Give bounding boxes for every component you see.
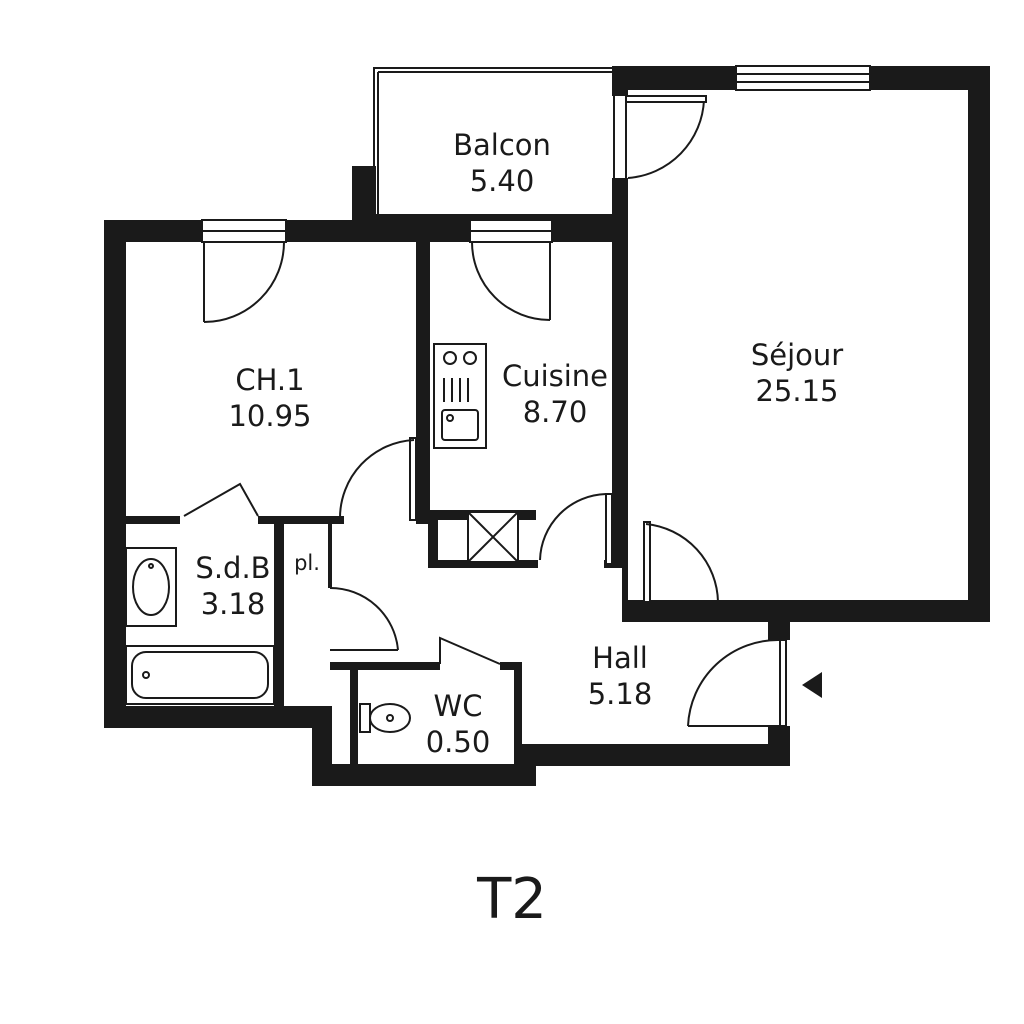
- interior-walls: [124, 214, 628, 766]
- entrance-arrow-icon: [802, 672, 822, 698]
- cuisine-window-swing: [471, 241, 551, 321]
- ch1-window: [201, 219, 287, 243]
- sdb-name: S.d.B: [195, 551, 270, 585]
- placard-door: [329, 586, 399, 651]
- bathtub-icon: [125, 645, 275, 705]
- wc-name: WC: [434, 689, 483, 723]
- plan-title: T2: [476, 867, 547, 932]
- wc-door: [439, 636, 501, 665]
- room-labels: Balcon 5.40 CH.1 10.95 Cuisine 8.70 Séjo…: [195, 128, 843, 759]
- ch1-window-swing: [203, 241, 285, 323]
- entrance-door: [687, 638, 787, 727]
- hall-area: 5.18: [588, 677, 653, 711]
- balcony-door: [625, 95, 707, 179]
- kitchen-sink-icon: [441, 378, 479, 441]
- sejour-name: Séjour: [751, 338, 843, 372]
- sejour-door: [643, 521, 719, 603]
- kitchen-counter: [433, 343, 487, 449]
- hall-name: Hall: [592, 641, 648, 675]
- doors: [183, 95, 787, 727]
- toilet-icon: [359, 703, 411, 733]
- technical-duct-icon: [467, 511, 519, 563]
- balcon-name: Balcon: [453, 128, 551, 162]
- sdb-area: 3.18: [201, 587, 266, 621]
- hob-icon: [443, 351, 477, 365]
- wc-area: 0.50: [426, 725, 491, 759]
- sejour-area: 25.15: [755, 374, 838, 408]
- ch1-door: [338, 437, 417, 521]
- exterior-walls: [104, 66, 990, 786]
- placard-label: pl.: [294, 551, 320, 575]
- balcony-railing: [373, 67, 615, 219]
- cuisine-area: 8.70: [523, 395, 588, 429]
- ch1-name: CH.1: [235, 363, 304, 397]
- cuisine-name: Cuisine: [502, 359, 608, 393]
- ch1-area: 10.95: [228, 399, 311, 433]
- sdb-door: [183, 482, 259, 517]
- fixtures: [125, 343, 519, 733]
- washbasin-icon: [125, 547, 177, 627]
- cuisine-door: [539, 493, 613, 565]
- balcon-area: 5.40: [470, 164, 535, 198]
- windows: [201, 65, 871, 243]
- sejour-window: [735, 65, 871, 91]
- cuisine-window: [469, 219, 553, 243]
